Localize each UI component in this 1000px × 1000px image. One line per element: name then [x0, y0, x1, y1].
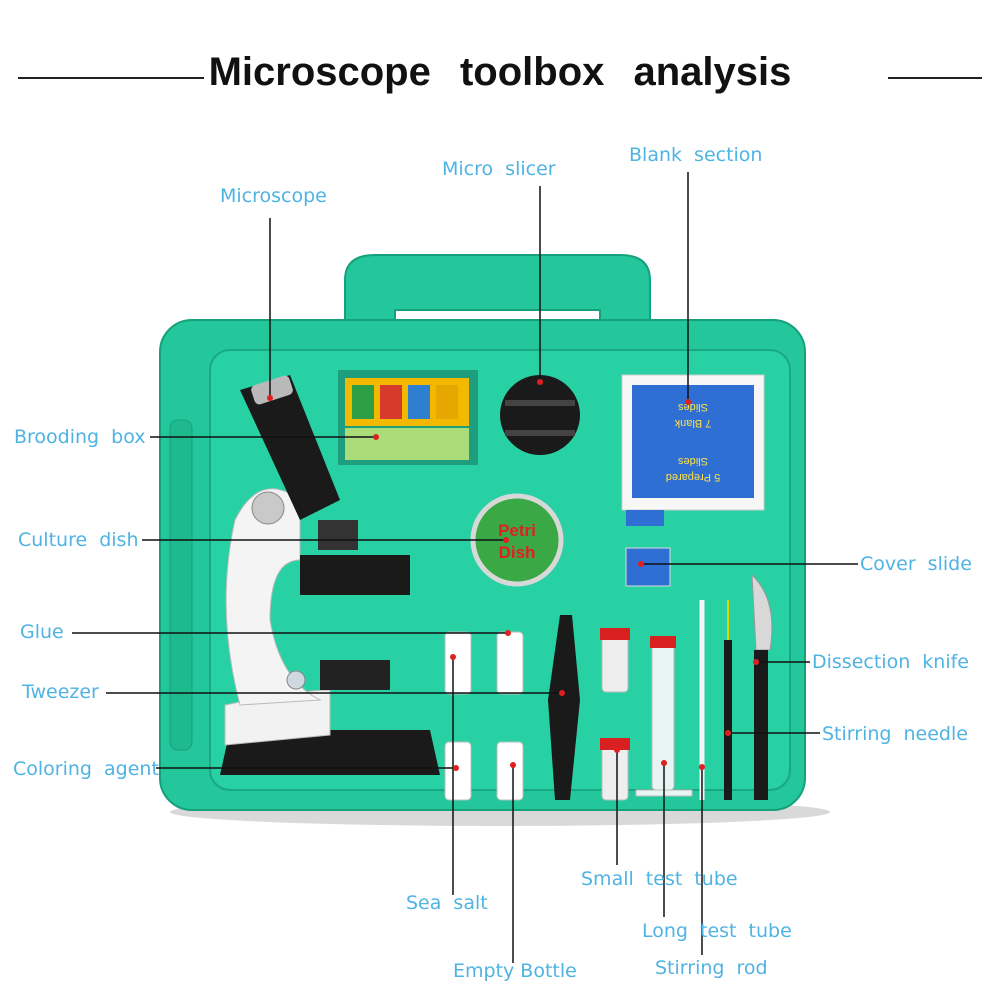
cover-slide-model — [625, 547, 671, 587]
label-micro-slicer: Micro slicer — [442, 158, 556, 180]
label-stirring-rod: Stirring rod — [655, 957, 768, 979]
case-handle — [344, 254, 651, 331]
box-print-3: 7 Blank — [674, 417, 711, 429]
leader-lines — [72, 172, 858, 963]
page-title: Microscope toolbox analysis — [208, 50, 792, 94]
small-test-tube-models — [600, 628, 630, 801]
box-print-2: Slides — [678, 455, 708, 467]
petri-print-1: Petri — [498, 521, 536, 540]
leader-dots — [267, 379, 759, 771]
brooding-box-model — [338, 370, 478, 465]
bottle-models — [444, 631, 524, 801]
label-long-test-tube: Long test tube — [642, 920, 792, 942]
title-rule-right — [888, 77, 982, 79]
microscope-model — [220, 375, 440, 775]
label-sea-salt: Sea salt — [406, 892, 488, 914]
label-tweezer: Tweezer — [22, 681, 99, 703]
label-stirring-needle: Stirring needle — [822, 723, 968, 745]
label-coloring-agent: Coloring agent — [13, 758, 159, 780]
label-microscope: Microscope — [220, 185, 327, 207]
box-print-4: Slides — [678, 401, 708, 413]
petri-print-2: Dish — [499, 543, 536, 562]
box-print-1: 5 Prepared — [666, 471, 720, 483]
micro-slicer-model — [500, 375, 580, 455]
case-hinge — [169, 419, 193, 751]
label-dissection-knife: Dissection knife — [812, 651, 969, 673]
tweezer-model — [548, 615, 580, 800]
title-rule-left — [18, 77, 204, 79]
label-blank-section: Blank section — [629, 144, 763, 166]
petri-dish-model: Petri Dish — [470, 493, 564, 587]
label-cover-slide: Cover slide — [860, 553, 972, 575]
label-empty-bottle: Empty Bottle — [453, 960, 577, 982]
slide-box-model: 5 Prepared Slides 7 Blank Slides — [621, 374, 765, 511]
stirring-needle-model — [724, 600, 732, 800]
label-glue: Glue — [20, 621, 64, 643]
cover-slide-model-2 — [626, 510, 664, 526]
label-brooding-box: Brooding box — [14, 426, 146, 448]
label-culture-dish: Culture dish — [18, 529, 139, 551]
dissection-knife-model — [751, 573, 773, 800]
label-small-test-tube: Small test tube — [581, 868, 738, 890]
